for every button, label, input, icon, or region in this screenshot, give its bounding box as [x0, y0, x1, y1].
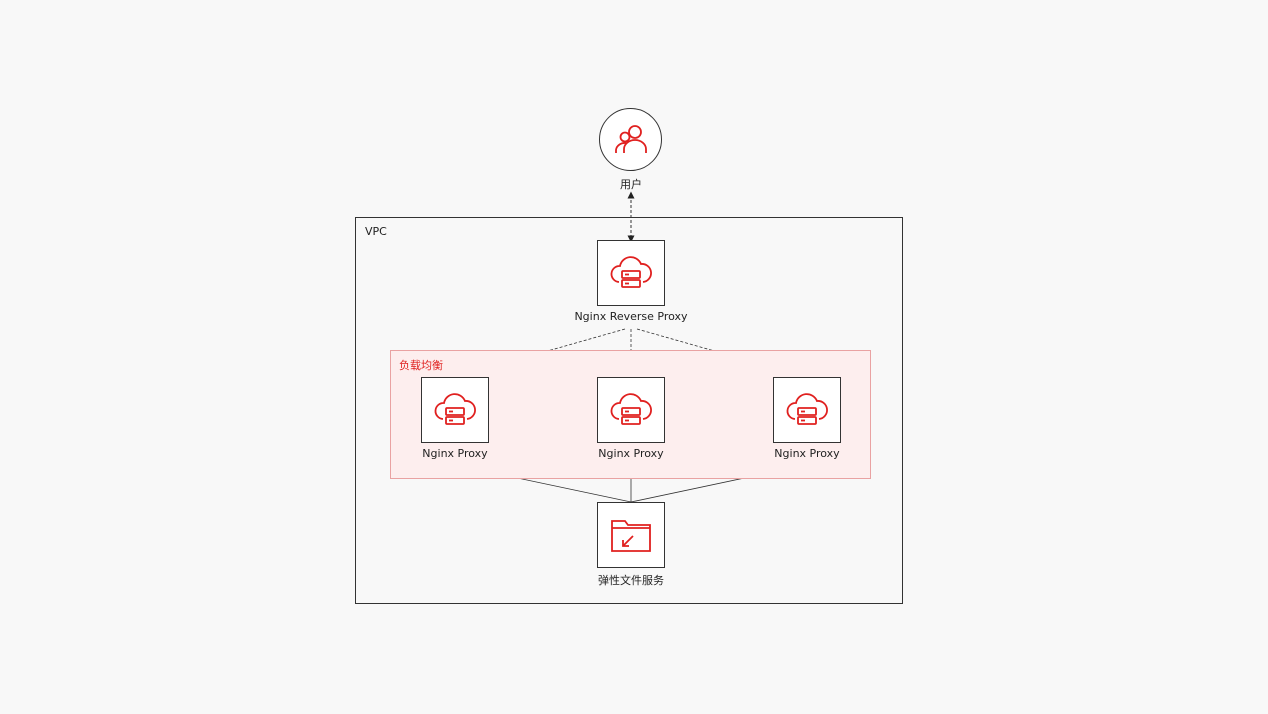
user-group-icon: [614, 124, 647, 153]
proxy-label-2: Nginx Proxy: [598, 447, 664, 460]
proxy-node-2[interactable]: [597, 377, 665, 443]
load-balancer-label: 负载均衡: [399, 359, 443, 372]
user-label: 用户: [620, 178, 642, 191]
proxy-node-1[interactable]: [421, 377, 489, 443]
proxy-label-1: Nginx Proxy: [422, 447, 488, 460]
cloud-server-icon: [610, 256, 652, 288]
file-service-node[interactable]: [597, 502, 665, 568]
vpc-container: [355, 217, 903, 604]
user-node[interactable]: [599, 108, 662, 171]
cloud-server-icon: [610, 393, 652, 425]
cloud-server-icon: [786, 393, 828, 425]
folder-sync-icon: [611, 520, 651, 552]
file-service-label: 弹性文件服务: [598, 574, 664, 587]
reverse-proxy-label: Nginx Reverse Proxy: [574, 310, 688, 323]
proxy-label-3: Nginx Proxy: [774, 447, 840, 460]
reverse-proxy-node[interactable]: [597, 240, 665, 306]
cloud-server-icon: [434, 393, 476, 425]
vpc-label: VPC: [365, 225, 387, 238]
proxy-node-3[interactable]: [773, 377, 841, 443]
